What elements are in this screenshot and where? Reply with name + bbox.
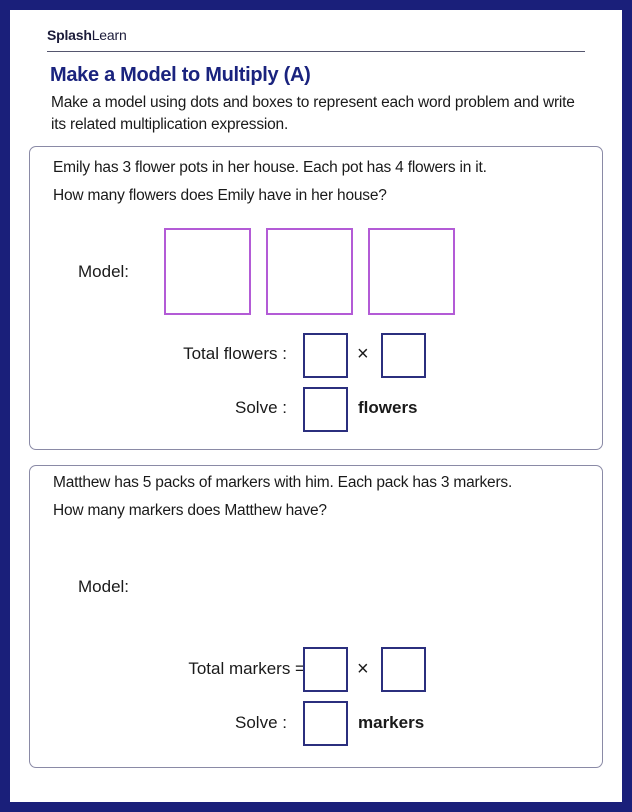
problem-1-unit: flowers (358, 398, 418, 417)
problem-1-factor-1-box[interactable] (303, 333, 348, 378)
problem-1-question: How many flowers does Emily have in her … (53, 187, 387, 204)
brand-light: Learn (91, 27, 127, 43)
problem-1-model-label: Model: (78, 262, 130, 281)
problem-1-model-box-3[interactable] (368, 228, 455, 315)
brand-logo: SplashLearn (47, 27, 127, 43)
problem-1-factor-2-box[interactable] (381, 333, 426, 378)
problem-1-answer-box[interactable] (303, 387, 348, 432)
problem-2-factor-2-box[interactable] (381, 647, 426, 692)
problem-2-question: How many markers does Matthew have? (53, 502, 327, 519)
problem-2-total-label: Total markers = (188, 659, 305, 678)
problem-2-solve-label: Solve : (235, 713, 287, 732)
problem-1-total-label: Total flowers : (183, 344, 287, 363)
problem-1-model-box-2[interactable] (266, 228, 353, 315)
problem-1-statement: Emily has 3 flower pots in her house. Ea… (53, 159, 487, 176)
worksheet-title: Make a Model to Multiply (A) (50, 64, 311, 86)
problem-2-model-label: Model: (78, 577, 130, 596)
brand-bold: Splash (47, 27, 92, 43)
problem-card-2: Matthew has 5 packs of markers with him.… (29, 465, 603, 768)
problem-2-statement: Matthew has 5 packs of markers with him.… (53, 474, 513, 491)
problem-1-model-box-1[interactable] (164, 228, 251, 315)
worksheet-page: SplashLearn Make a Model to Multiply (A)… (10, 10, 622, 802)
problem-1-times-symbol: × (357, 343, 369, 365)
problem-2-answer-box[interactable] (303, 701, 348, 746)
problem-2-factor-1-box[interactable] (303, 647, 348, 692)
problem-2-times-symbol: × (357, 658, 369, 680)
worksheet-instructions: Make a model using dots and boxes to rep… (51, 94, 575, 133)
problem-card-1: Emily has 3 flower pots in her house. Ea… (29, 146, 603, 450)
header-divider (47, 51, 585, 52)
problem-2-unit: markers (358, 713, 425, 732)
problem-2-model-area[interactable] (164, 536, 564, 636)
problem-1-solve-label: Solve : (235, 398, 287, 417)
